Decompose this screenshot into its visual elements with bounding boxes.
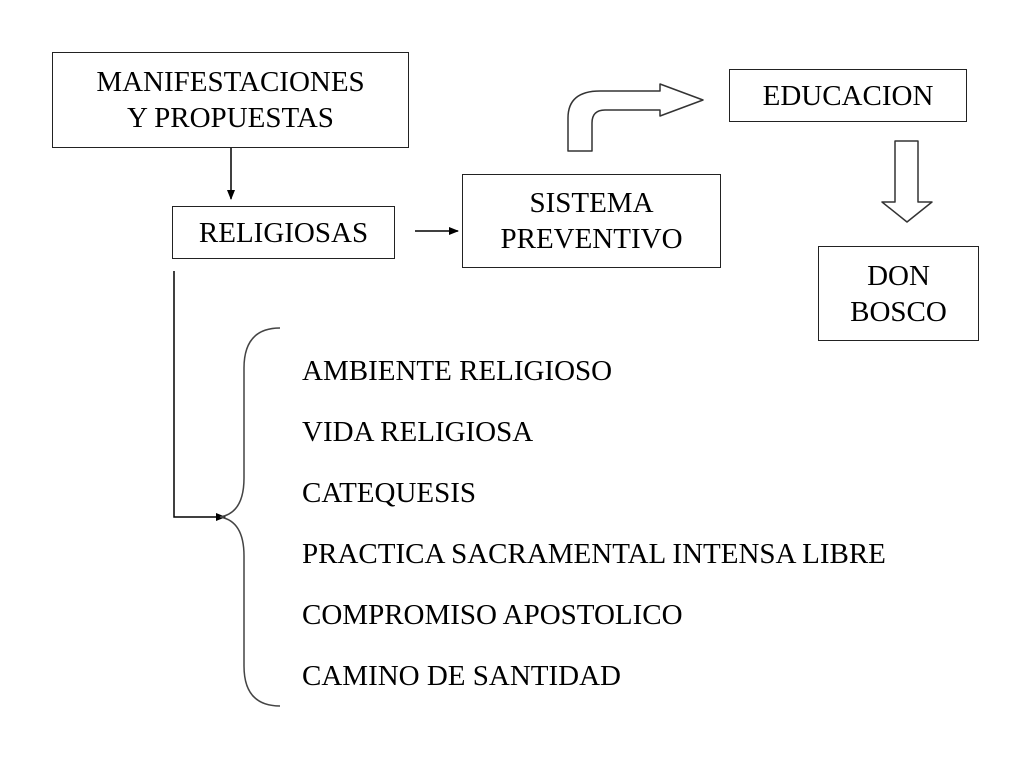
box-sistema-line2: PREVENTIVO [500, 223, 683, 255]
list-item: PRACTICA SACRAMENTAL INTENSA LIBRE [302, 538, 886, 570]
list-item: VIDA RELIGIOSA [302, 416, 534, 448]
list-item: COMPROMISO APOSTOLICO [302, 599, 683, 631]
list-item: CAMINO DE SANTIDAD [302, 660, 621, 692]
box-sistema-preventivo: SISTEMA PREVENTIVO [462, 174, 721, 268]
list-item: CATEQUESIS [302, 477, 477, 509]
box-don-bosco-line2: BOSCO [850, 295, 947, 328]
down-arrow-to-don-bosco [881, 140, 933, 223]
box-manifestaciones-line1: MANIFESTACIONES [96, 66, 365, 98]
box-educacion-label: EDUCACION [762, 79, 934, 112]
box-religiosas: RELIGIOSAS [172, 206, 395, 259]
connector-religiosas-to-bracket [173, 271, 226, 521]
box-religiosas-label: RELIGIOSAS [198, 216, 369, 249]
box-sistema-line1: SISTEMA [529, 187, 654, 219]
curly-brace [219, 327, 281, 707]
box-don-bosco: DON BOSCO [818, 246, 979, 341]
box-manifestaciones: MANIFESTACIONES Y PROPUESTAS [52, 52, 409, 148]
religious-aspects-list: AMBIENTE RELIGIOSO VIDA RELIGIOSA CATEQU… [302, 350, 886, 716]
box-don-bosco-line1: DON [867, 259, 930, 292]
bent-arrow-to-educacion [567, 83, 704, 152]
box-manifestaciones-line2: Y PROPUESTAS [127, 102, 334, 134]
list-item: AMBIENTE RELIGIOSO [302, 355, 613, 387]
box-educacion: EDUCACION [729, 69, 967, 122]
